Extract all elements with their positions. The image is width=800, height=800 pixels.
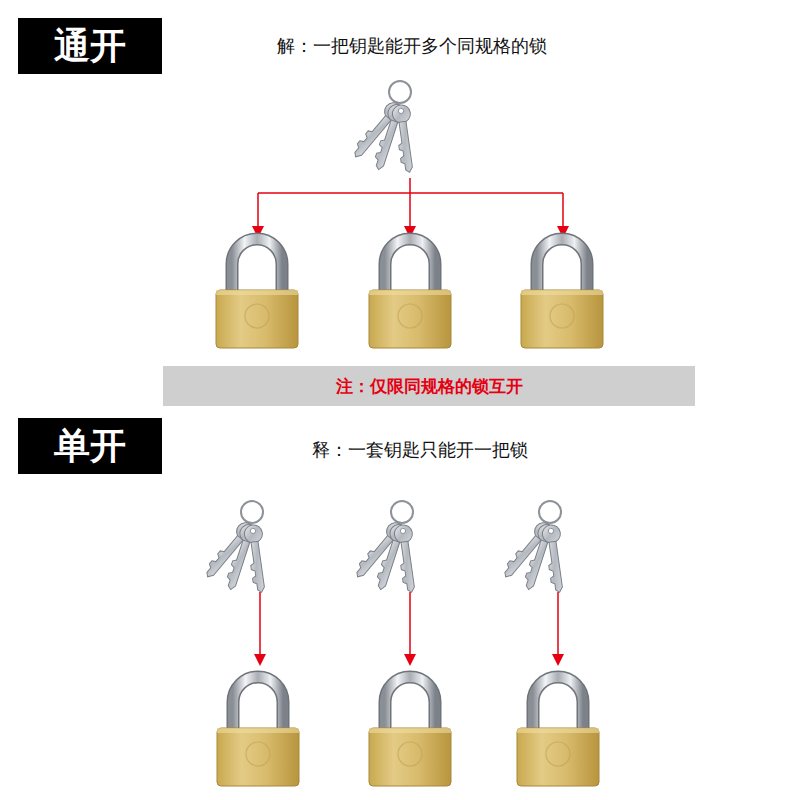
node-text: 通开 — [54, 24, 126, 67]
node-text: 单开 — [54, 424, 126, 467]
padlock — [521, 239, 603, 348]
key-set — [351, 501, 421, 594]
padlock — [369, 239, 451, 348]
padlock — [517, 677, 599, 786]
padlock — [217, 677, 299, 786]
arrow-lines — [260, 592, 558, 656]
section-tag: 通开 — [18, 18, 162, 74]
node-text: 注：仅限同规格的锁互开 — [336, 376, 523, 396]
key-set — [201, 501, 271, 594]
explanation-text: 解：一把钥匙能开多个同规格的锁 — [277, 35, 547, 57]
arrow-tree — [258, 178, 563, 228]
padlock — [369, 677, 451, 786]
note-band: 注：仅限同规格的锁互开 — [163, 366, 695, 406]
key-set — [499, 501, 569, 594]
section-tag: 单开 — [18, 418, 162, 474]
explanation-text: 释：一套钥匙只能开一把锁 — [312, 439, 528, 461]
key-set — [349, 81, 419, 174]
arrow-heads — [254, 654, 564, 666]
padlock — [216, 239, 298, 348]
